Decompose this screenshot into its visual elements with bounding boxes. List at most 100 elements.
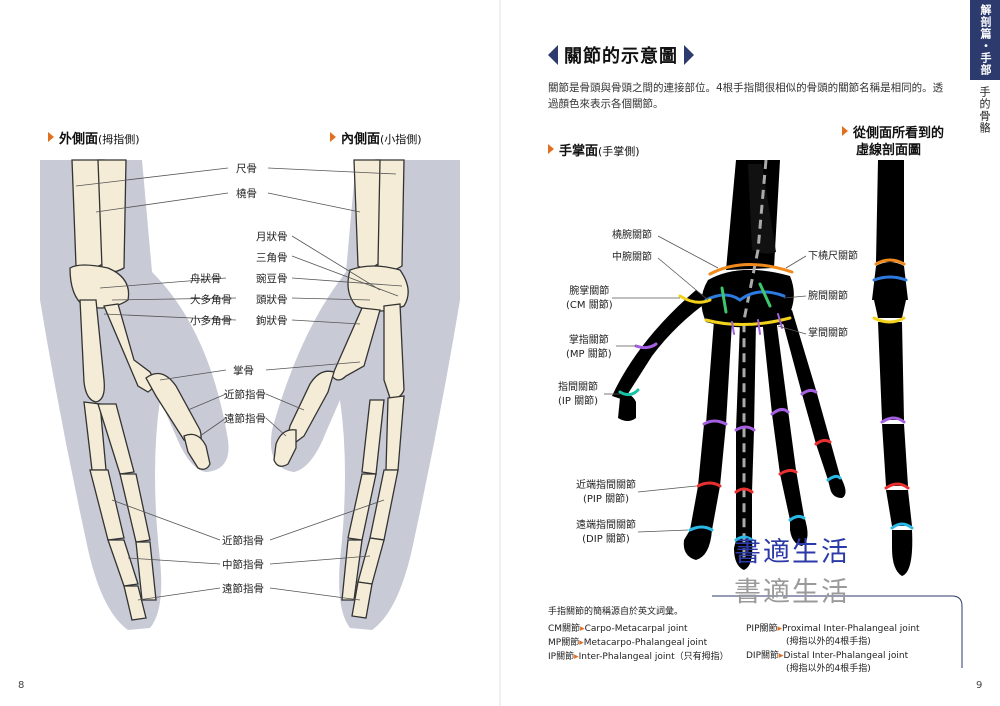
medial-bones — [273, 159, 409, 619]
page-number-left: 8 — [18, 680, 25, 691]
label-intermetacarpal: 掌間關節 — [808, 328, 848, 339]
footnote-pip-key: PIP關節 — [746, 624, 778, 634]
radiocarpal-joint — [708, 263, 794, 276]
footnote-dip-sub: (拇指以外的4根手指) — [786, 664, 871, 674]
label-distal-phalanx-thumb: 遠節指骨 — [224, 413, 266, 425]
watermark-grey: 書適生活 — [734, 577, 850, 608]
footnote-ip-key: IP關節 — [548, 652, 575, 662]
footnote-cm-value: Carpo-Metacarpal joint — [584, 624, 688, 634]
ip-joint-thumb — [618, 388, 640, 397]
label-dip-joint: 遠端指間關節 (DIP 關節) — [576, 519, 636, 547]
label-distal-phalanx: 遠節指骨 — [222, 583, 264, 595]
orange-triangle-icon — [548, 144, 554, 154]
page-number-right: 9 — [976, 680, 983, 691]
label-proximal-phalanx-thumb: 近節指骨 — [224, 389, 266, 401]
label-mp-joint-line2: (MP 關節) — [566, 349, 612, 360]
page-spine — [499, 0, 501, 706]
mp-joints — [702, 388, 818, 432]
orange-arrow-icon: ▸ — [579, 638, 584, 648]
orange-arrow-icon: ▸ — [574, 652, 579, 662]
label-trapezium: 大多角骨 — [190, 294, 232, 306]
watermark-blue: 書適生活 — [734, 537, 850, 568]
orange-triangle-icon — [330, 132, 336, 142]
label-pip-joint-line1: 近端指間關節 — [576, 480, 636, 491]
label-ip-joint: 指間關節 (IP 關節) — [558, 381, 598, 409]
palm-heading-text: 手掌面 — [559, 144, 599, 159]
footnote-dip-value: Distal Inter-Phalangeal joint — [783, 651, 909, 661]
footnote-pip-value: Proximal Inter-Phalangeal joint — [782, 624, 920, 634]
label-cm-joint-line2: (CM 關節) — [566, 300, 613, 311]
label-ip-joint-line1: 指間關節 — [558, 382, 598, 393]
label-intercarpal: 腕間關節 — [808, 291, 848, 302]
bracket-left-icon — [548, 45, 558, 65]
footnote-ip: IP關節▸Inter-Phalangeal joint（只有拇指） — [548, 649, 729, 662]
label-radius: 橈骨 — [236, 188, 257, 200]
leader-lines — [75, 167, 403, 601]
footnote-dip: DIP關節▸Distal Inter-Phalangeal joint — [746, 648, 908, 661]
section-dashed-line — [742, 159, 768, 560]
orange-triangle-icon — [48, 132, 54, 142]
label-scaphoid: 舟狀骨 — [190, 273, 222, 285]
lateral-heading: 外側面(拇指側) — [48, 128, 140, 147]
label-cm-joint: 腕掌關節 (CM 關節) — [566, 285, 613, 313]
label-radiocarpal: 橈腕關節 — [612, 230, 652, 241]
side-joint-lines — [872, 258, 914, 530]
footnote-cm: CM關節▸Carpo-Metacarpal joint — [548, 621, 688, 634]
palm-subheading: (手掌側) — [598, 145, 640, 158]
joint-lines — [618, 263, 842, 542]
chapter-subtitle: 手的骨骼 — [978, 86, 991, 134]
footnote-ip-value: Inter-Phalangeal joint（只有拇指） — [578, 652, 729, 662]
label-pisiform: 豌豆骨 — [256, 273, 288, 285]
footnote-mp: MP關節▸Metacarpo-Phalangeal joint — [548, 635, 707, 648]
palm-heading: 手掌面(手掌側) — [548, 140, 640, 159]
label-ip-joint-line2: (IP 關節) — [558, 396, 598, 407]
footnote-frame-line — [712, 595, 963, 668]
footnote-intro: 手指關節的簡稱源自於英文詞彙。 — [548, 607, 684, 617]
label-mp-joint-line1: 掌指關節 — [568, 335, 609, 346]
medial-heading: 內側面(小指側) — [330, 128, 422, 147]
label-midcarpal: 中腕關節 — [612, 252, 652, 263]
footnote-mp-key: MP關節 — [548, 638, 580, 648]
label-dip-joint-line2: (DIP 關節) — [582, 534, 630, 545]
side-heading-line2: 虛線剖面圖 — [856, 143, 922, 158]
joint-leader-lines — [604, 235, 807, 533]
label-druj: 下橈尺關節 — [808, 251, 858, 262]
cm-joint — [678, 294, 792, 326]
side-section-silhouette — [872, 160, 913, 576]
footnote-dip-key: DIP關節 — [746, 651, 780, 661]
orange-arrow-icon: ▸ — [580, 624, 585, 634]
title-block: 關節的示意圖 — [548, 44, 694, 67]
lateral-silhouette — [40, 160, 229, 630]
dip-joints — [688, 474, 842, 542]
lateral-subheading: (拇指側) — [98, 133, 140, 146]
pip-joints — [696, 438, 832, 494]
label-capitate: 頭狀骨 — [256, 294, 288, 306]
mp-joint-thumb — [634, 342, 658, 350]
footnote-mp-value: Metacarpo-Phalangeal joint — [583, 638, 708, 648]
orange-arrow-icon: ▸ — [777, 624, 783, 634]
label-pip-joint: 近端指間關節 (PIP 關節) — [576, 479, 636, 507]
joint-diagram — [604, 159, 963, 668]
label-lunate: 月狀骨 — [256, 231, 288, 243]
label-trapezoid: 小多角骨 — [190, 315, 232, 327]
label-mp-joint: 掌指關節 (MP 關節) — [566, 334, 612, 362]
label-triquetrum: 三角骨 — [256, 252, 288, 264]
midcarpal-joint — [704, 290, 786, 302]
orange-arrow-icon: ▸ — [779, 651, 784, 661]
side-heading: 從側面所看到的 — [842, 122, 944, 141]
label-cm-joint-line1: 腕掌關節 — [569, 286, 610, 297]
chapter-tab: 解剖篇・手部 — [970, 0, 1000, 80]
intermetacarpal-joint — [731, 313, 783, 335]
label-middle-phalanx: 中節指骨 — [222, 559, 264, 571]
intro-paragraph: 關節是骨頭與骨頭之間的連接部位。4根手指間很相似的骨頭的關節名稱是相同的。透過顏… — [548, 82, 944, 110]
page-title: 關節的示意圖 — [564, 46, 678, 67]
bracket-right-icon — [684, 45, 694, 65]
label-metacarpal: 掌骨 — [233, 365, 254, 377]
palm-hand-silhouette — [612, 160, 846, 570]
orange-triangle-icon — [842, 126, 848, 136]
side-heading-line1: 從側面所看到的 — [853, 126, 945, 141]
footnote-pip: PIP關節▸Proximal Inter-Phalangeal joint — [746, 621, 920, 634]
label-hamate: 鉤狀骨 — [256, 315, 288, 327]
intercarpal-joint — [720, 282, 772, 314]
label-dip-joint-line1: 遠端指間關節 — [576, 520, 636, 531]
